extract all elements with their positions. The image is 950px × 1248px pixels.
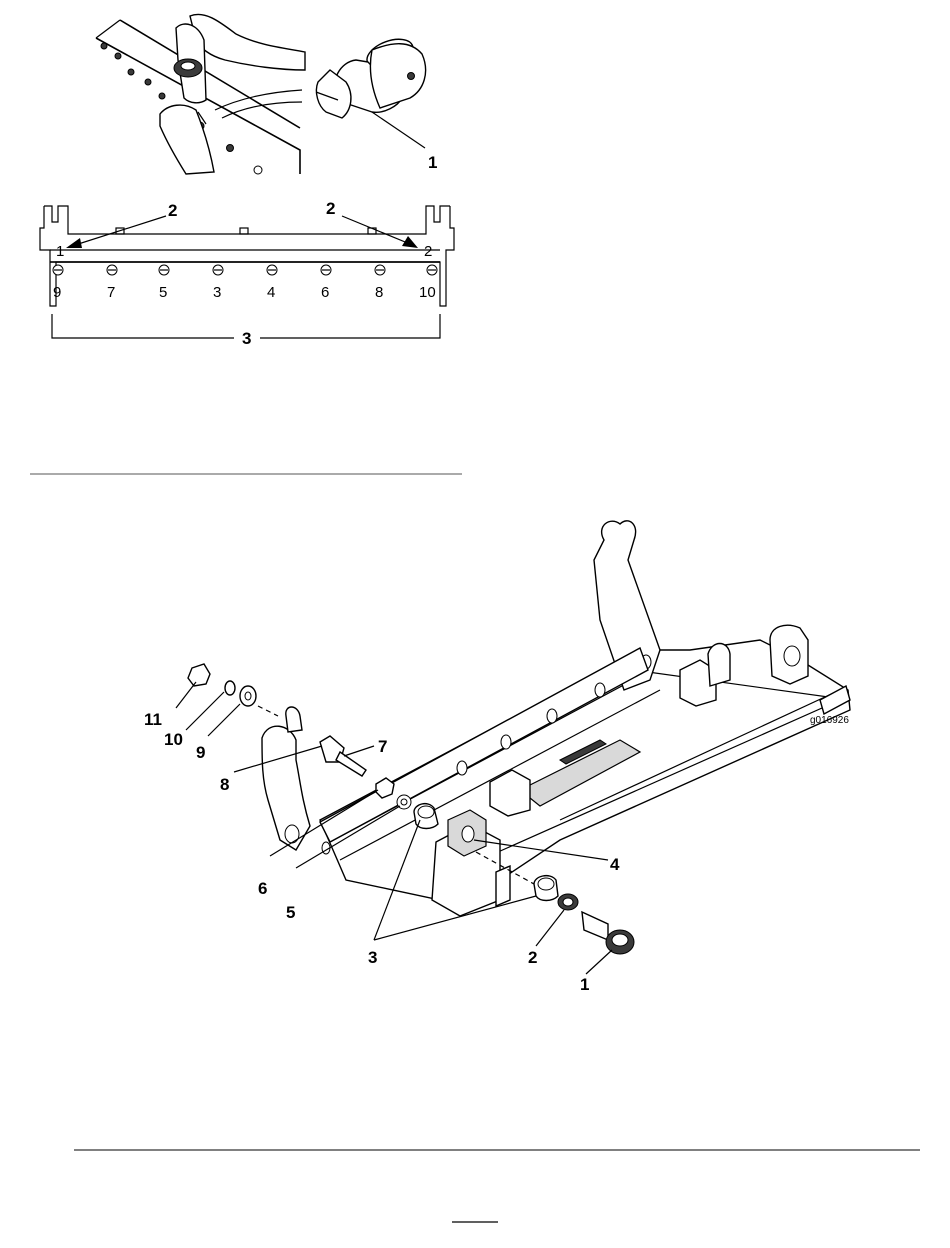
sequence-bottom-4: 3 bbox=[213, 284, 221, 301]
callout-7: 7 bbox=[378, 737, 387, 756]
callout-3-top: 3 bbox=[242, 329, 251, 348]
sequence-bottom-5: 4 bbox=[267, 284, 275, 301]
sequence-top-1: 1 bbox=[56, 243, 64, 260]
illustration-tool-on-bedbar bbox=[96, 14, 305, 174]
callout-1-top: 1 bbox=[428, 153, 437, 172]
figure-id: g016926 bbox=[810, 715, 849, 726]
callout-3: 3 bbox=[368, 948, 377, 967]
callout-10: 10 bbox=[164, 730, 183, 749]
callout-5: 5 bbox=[286, 903, 295, 922]
sequence-bottom-3: 5 bbox=[159, 284, 167, 301]
callout-2-right: 2 bbox=[326, 199, 335, 218]
callout-8: 8 bbox=[220, 775, 229, 794]
illustration-exploded-bedbar bbox=[176, 521, 850, 974]
bolt-row bbox=[53, 265, 437, 275]
callout-9: 9 bbox=[196, 743, 205, 762]
sequence-bottom-7: 8 bbox=[375, 284, 383, 301]
diagram-tightening-sequence bbox=[40, 206, 454, 338]
sequence-bottom-8: 10 bbox=[419, 284, 436, 301]
callout-11: 11 bbox=[144, 710, 162, 729]
sequence-bottom-1: 9 bbox=[53, 284, 61, 301]
callout-6: 6 bbox=[258, 879, 267, 898]
sequence-bottom-2: 7 bbox=[107, 284, 115, 301]
sequence-bottom-6: 6 bbox=[321, 284, 329, 301]
sequence-top-2: 2 bbox=[424, 243, 432, 260]
callout-2: 2 bbox=[528, 948, 537, 967]
tool-bit-detail bbox=[316, 34, 426, 148]
callout-4: 4 bbox=[610, 855, 620, 874]
callout-2-left: 2 bbox=[168, 201, 177, 220]
callout-1: 1 bbox=[580, 975, 589, 994]
